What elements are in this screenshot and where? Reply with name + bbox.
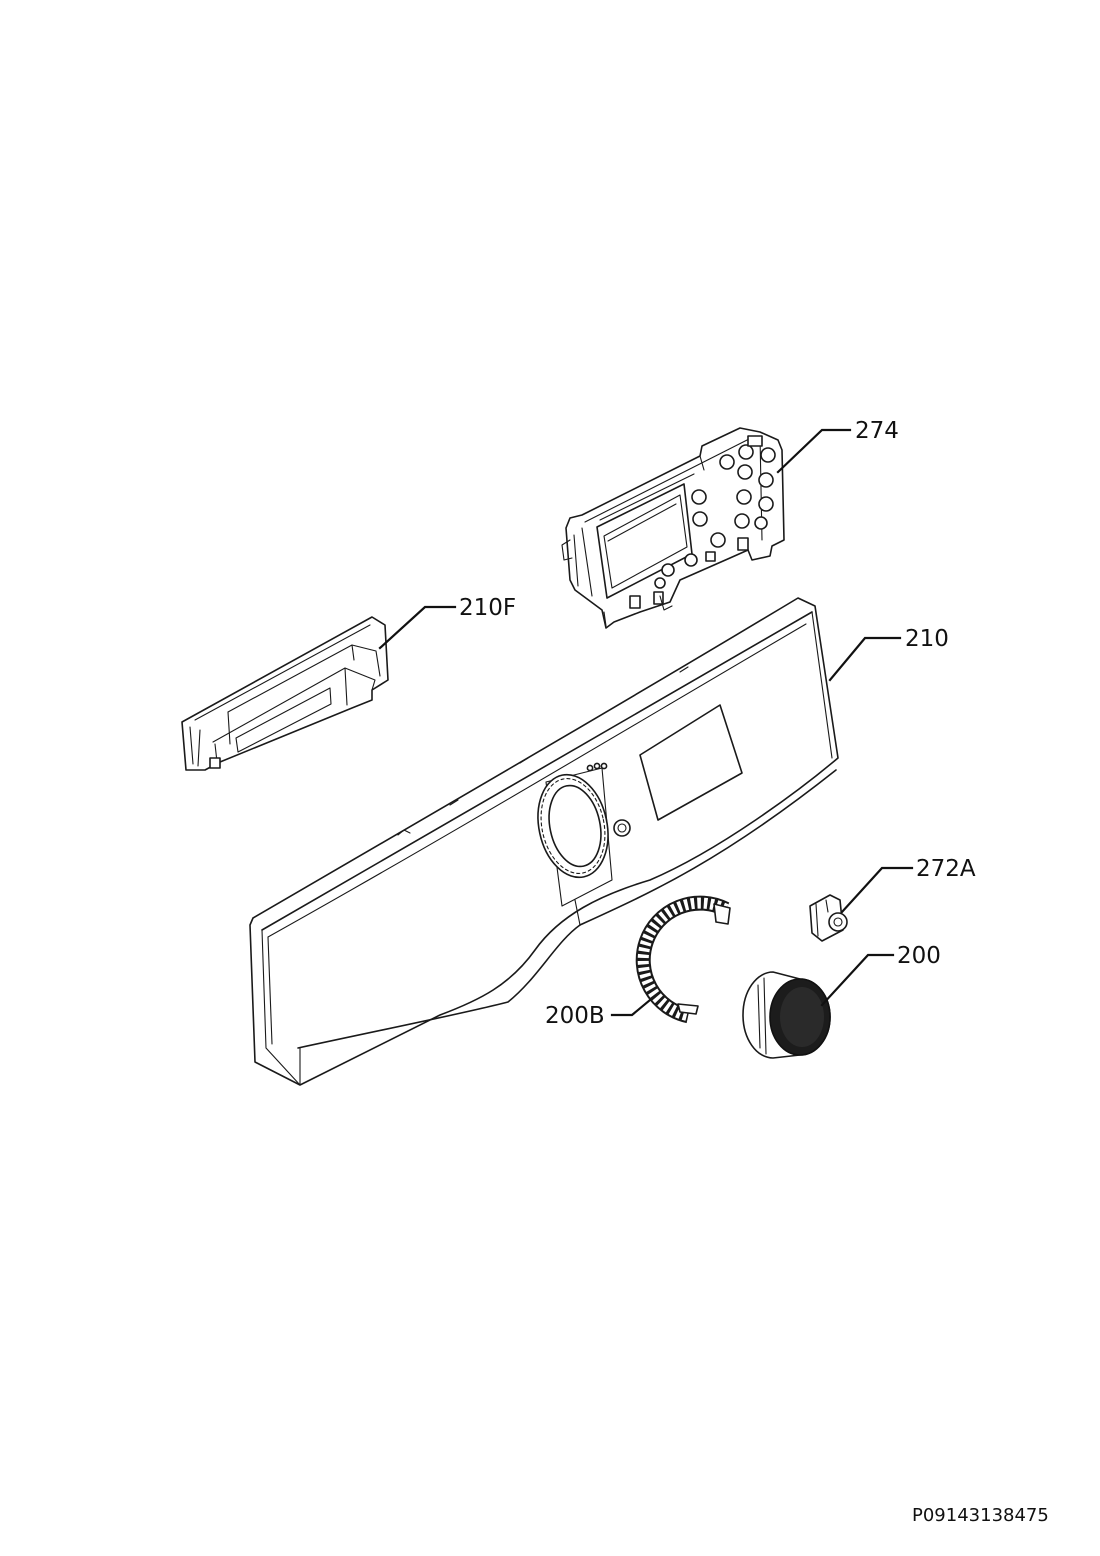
callout-274: 274 xyxy=(855,418,899,444)
callout-272A: 272A xyxy=(916,856,976,882)
callout-210F: 210F xyxy=(459,595,516,621)
leader-210F xyxy=(378,605,457,650)
leader-200B xyxy=(610,998,652,1017)
document-code: P09143138475 xyxy=(912,1505,1049,1526)
panel-display-window xyxy=(639,704,743,821)
leader-lines xyxy=(378,428,914,1017)
leader-272A xyxy=(840,866,914,914)
board-buttons xyxy=(629,435,776,609)
callout-labels: 274 210F 210 272A 200 200B xyxy=(459,418,976,1029)
callout-200B: 200B xyxy=(545,1003,605,1029)
panel-button-hole xyxy=(613,819,631,837)
part-200-knob xyxy=(742,971,831,1059)
part-274-control-board xyxy=(561,427,785,629)
part-200B-indicator-ring xyxy=(635,895,731,1024)
part-272A-encoder-switch xyxy=(809,894,848,942)
leader-274 xyxy=(776,428,852,474)
callout-200: 200 xyxy=(897,943,941,969)
panel-knob-opening xyxy=(537,762,613,907)
callout-210: 210 xyxy=(905,626,949,652)
leader-200 xyxy=(820,953,895,1007)
part-210F-dispenser-handle xyxy=(181,616,389,771)
part-210-control-panel xyxy=(249,597,839,1086)
leader-210 xyxy=(828,636,902,682)
